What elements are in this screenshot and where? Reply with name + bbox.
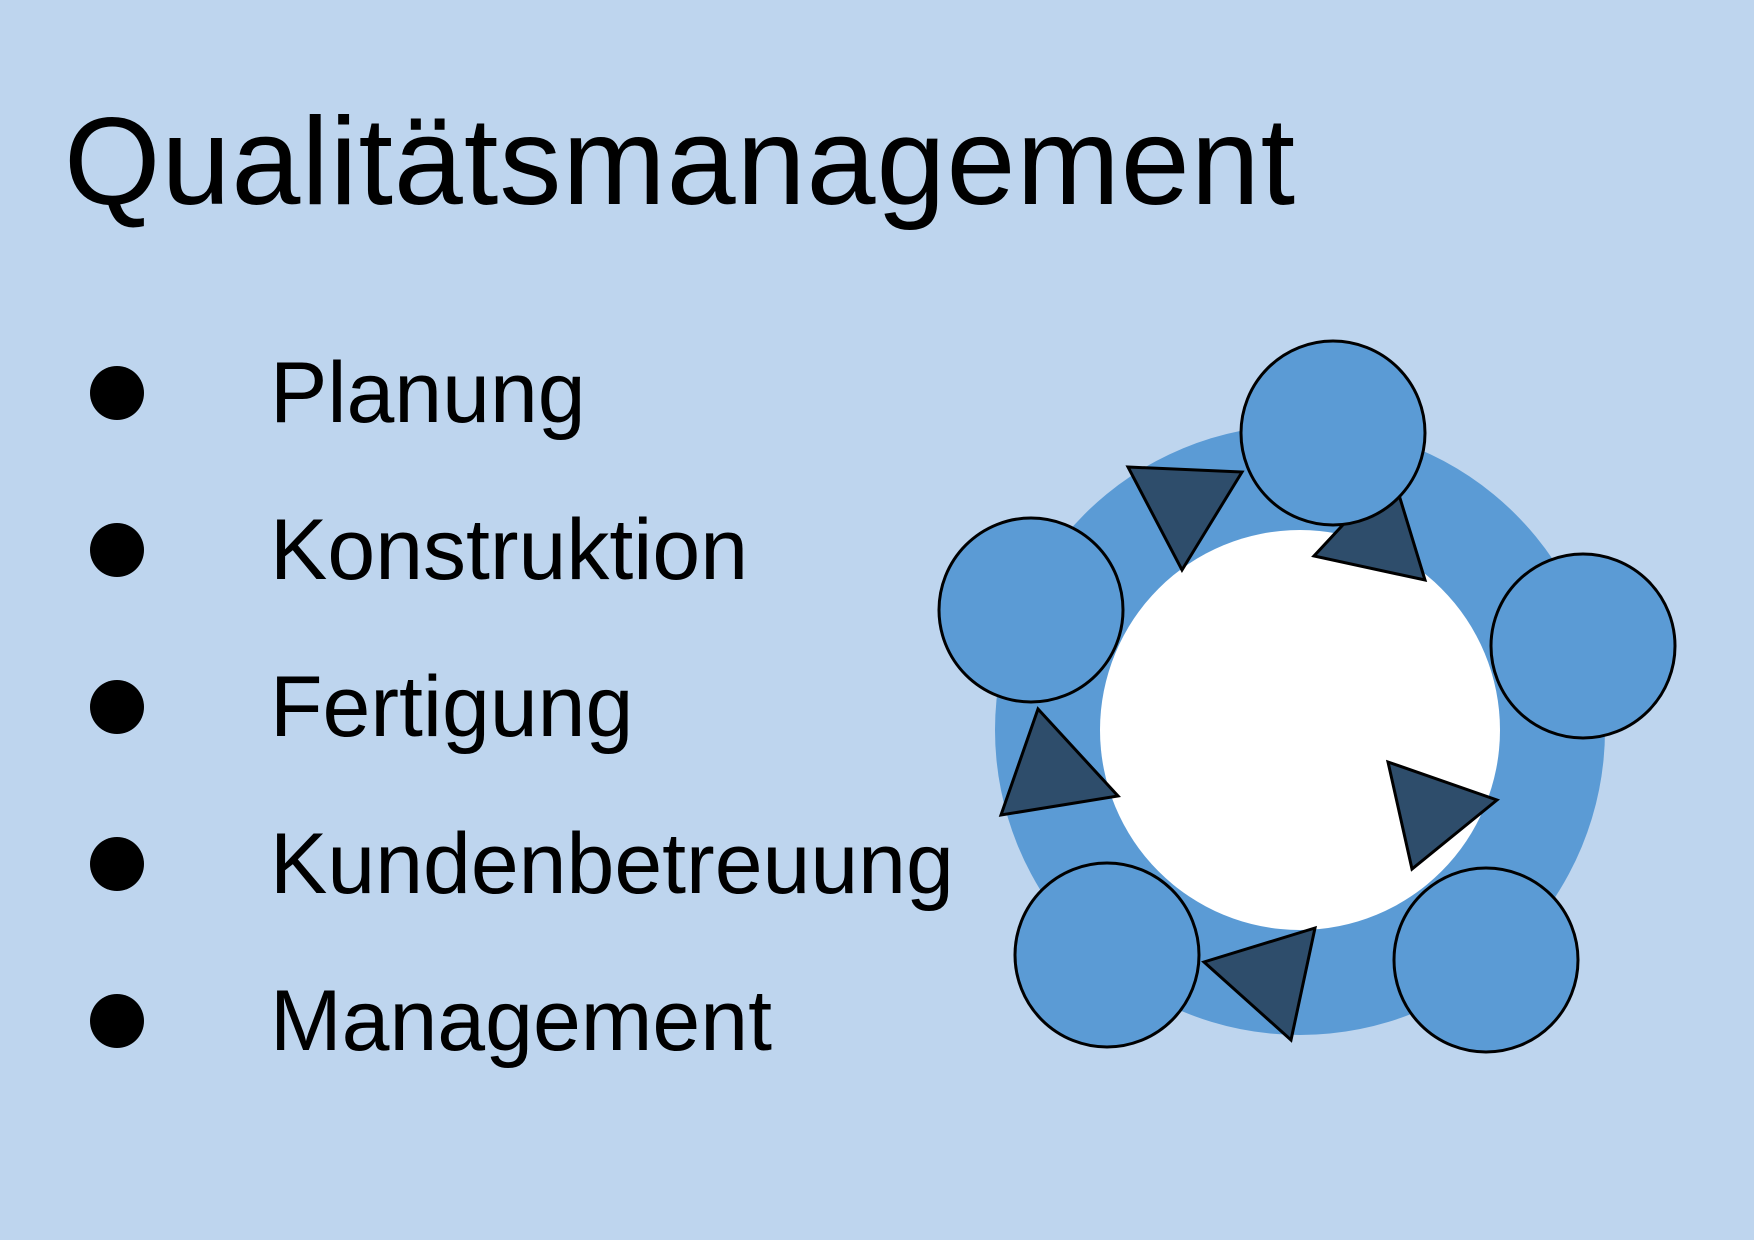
bullet-label: Fertigung <box>270 658 634 755</box>
bullet-dot-icon <box>90 522 144 577</box>
bullet-dot-icon <box>90 993 144 1048</box>
bullet-label: Planung <box>270 344 586 441</box>
cycle-arrow-3 <box>1385 759 1501 872</box>
slide-title: Qualitätsmanagement <box>64 93 1297 231</box>
bullet-item-management: Management <box>90 942 954 1099</box>
bullet-label: Kundenbetreuung <box>270 815 954 912</box>
cycle-node-1 <box>1239 339 1427 527</box>
bullet-item-planung: Planung <box>90 314 954 471</box>
cycle-node-2 <box>1489 552 1677 740</box>
bullet-item-kundenbetreuung: Kundenbetreuung <box>90 785 954 942</box>
bullet-list: Planung Konstruktion Fertigung Kundenbet… <box>90 314 954 1099</box>
cycle-arrow-1 <box>1125 465 1245 574</box>
cycle-node-4 <box>1013 861 1201 1049</box>
bullet-label: Konstruktion <box>270 501 749 598</box>
bullet-dot-icon <box>90 836 144 891</box>
cycle-diagram <box>937 339 1677 1054</box>
bullet-label: Management <box>270 972 772 1069</box>
bullet-dot-icon <box>90 679 144 734</box>
bullet-dot-icon <box>90 365 144 420</box>
cycle-node-5 <box>937 516 1125 704</box>
bullet-item-fertigung: Fertigung <box>90 628 954 785</box>
cycle-arrow-4 <box>1201 925 1318 1043</box>
bullet-item-konstruktion: Konstruktion <box>90 471 954 628</box>
cycle-center <box>1100 530 1500 930</box>
cycle-node-3 <box>1392 866 1580 1054</box>
cycle-arrow-5 <box>998 706 1121 817</box>
